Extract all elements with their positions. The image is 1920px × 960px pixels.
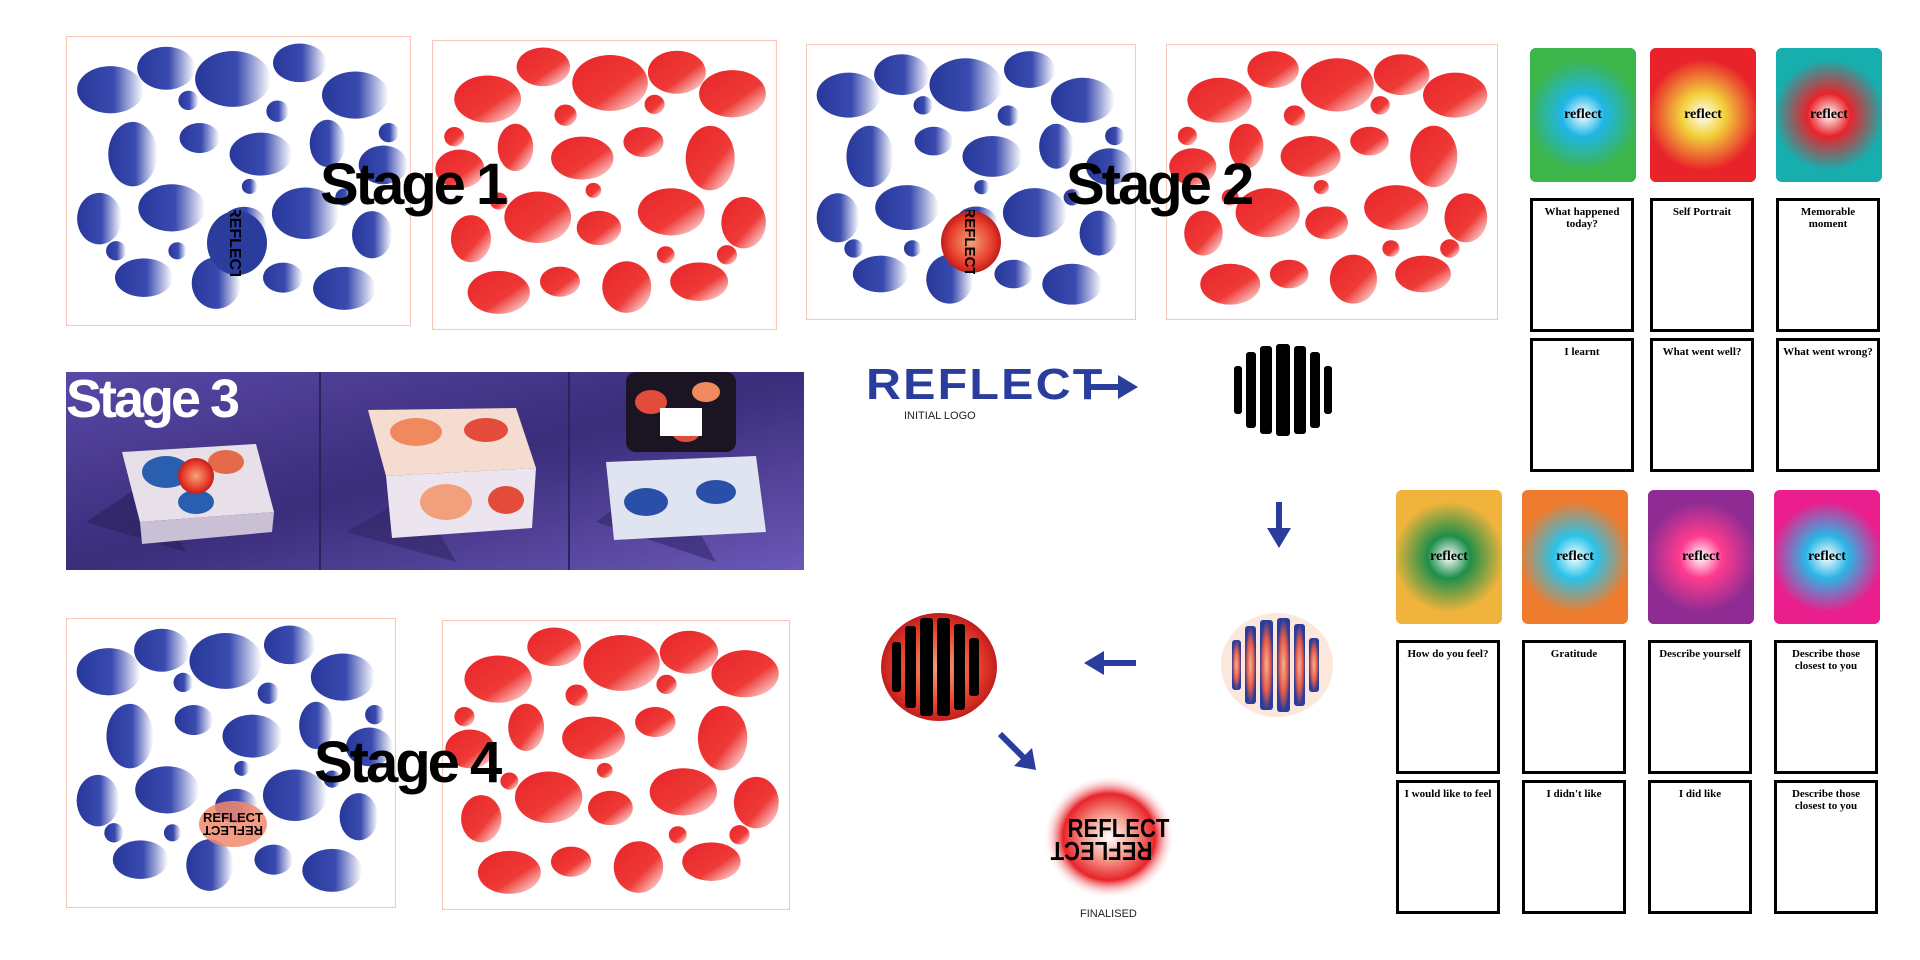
bottom-card-glow [1396,490,1502,624]
svg-text:REFLECT: REFLECT [203,810,263,825]
stage4-blue-dieline [66,618,396,908]
top-card: reflect [1650,48,1756,182]
prompt-text: Gratitude [1550,648,1598,660]
prompt-text: What went well? [1662,346,1742,358]
prompt-text: I would like to feel [1404,788,1492,800]
prompt-text: What went wrong? [1783,346,1873,358]
initial-logo-caption: INITIAL LOGO [904,410,976,422]
sphere-logo-red [880,612,998,722]
bottom-card: reflect [1396,490,1502,624]
prompt-card: I would like to feel [1396,780,1500,914]
prompt-text: I learnt [1564,346,1600,358]
stage3-label: Stage 3 [66,369,240,429]
bottom-card-label: reflect [1556,549,1594,564]
arrow-left-icon [1082,648,1138,678]
bottom-card-glow [1522,490,1628,624]
stage4-logo-mark: REFLECT REFLECT [198,800,268,848]
stage1-blue-dieline [66,36,411,326]
stage4-label: Stage 4 [314,730,502,795]
finalised-wordmark-top: REFLECT [1067,813,1170,843]
prompt-card: I didn't like [1522,780,1626,914]
prompt-card: Gratitude [1522,640,1626,774]
stage1-logo-sphere: REFLECT [206,210,268,276]
stage1-red-dieline [432,40,777,330]
stage1-label: Stage 1 [320,152,508,217]
top-card-glow [1776,48,1882,182]
prompt-card: Memorable moment [1776,198,1880,332]
top-card-label: reflect [1810,107,1848,122]
prompt-card: Describe yourself [1648,640,1752,774]
prompt-card: I learnt [1530,338,1634,472]
arrow-down-icon [1264,500,1294,550]
prompt-card: What went wrong? [1776,338,1880,472]
prompt-card: Describe those closest to you [1774,640,1878,774]
prompt-text: Describe those closest to you [1791,788,1861,812]
prompt-card: I did like [1648,780,1752,914]
arrow-diagonal-icon [996,730,1040,774]
prompt-text: Describe yourself [1659,648,1741,660]
prompt-text: How do you feel? [1407,648,1489,660]
stage2-red-dieline [1166,44,1498,320]
stage2-label: Stage 2 [1066,152,1254,217]
bottom-card: reflect [1774,490,1880,624]
prompt-card: What happened today? [1530,198,1634,332]
bottom-card: reflect [1648,490,1754,624]
prompt-card: How do you feel? [1396,640,1500,774]
finalised-caption: FINALISED [1080,908,1137,920]
bottom-card-label: reflect [1682,549,1720,564]
initial-logo-wordmark: REFLECT [866,360,1105,409]
top-card-glow [1650,48,1756,182]
bottom-card: reflect [1522,490,1628,624]
prompt-card: Self Portrait [1650,198,1754,332]
svg-text:REFLECT: REFLECT [226,210,243,276]
prompt-text: Describe those closest to you [1791,648,1861,672]
prompt-text: I didn't like [1546,788,1602,800]
finalised-logo [1042,774,1176,900]
bottom-card-glow [1774,490,1880,624]
bottom-card-label: reflect [1430,549,1468,564]
sphere-logo-gradient [1220,612,1334,718]
sphere-logo-black [1226,342,1340,438]
top-card: reflect [1530,48,1636,182]
stage3-photo-strip [66,372,804,570]
prompt-text: Memorable moment [1800,206,1856,230]
stage2-logo-sphere: REFLECT [940,210,1002,274]
prompt-text: What happened today? [1544,206,1620,230]
bottom-card-glow [1648,490,1754,624]
top-card-label: reflect [1564,107,1602,122]
prompt-text: I did like [1678,788,1722,800]
arrow-right-icon [1084,372,1140,402]
prompt-card: Describe those closest to you [1774,780,1878,914]
stage2-blue-dieline [806,44,1136,320]
prompt-card: What went well? [1650,338,1754,472]
prompt-text: Self Portrait [1672,206,1732,218]
svg-text:REFLECT: REFLECT [203,823,263,838]
finalised-wordmark-mirror: REFLECT [1050,836,1153,866]
bottom-card-label: reflect [1808,549,1846,564]
finalised-wordmark: REFLECT REFLECT [1050,813,1170,866]
svg-text:REFLECT: REFLECT [961,210,978,274]
top-card: reflect [1776,48,1882,182]
top-card-label: reflect [1684,107,1722,122]
top-card-glow [1530,48,1636,182]
stage4-red-dieline [442,620,790,910]
